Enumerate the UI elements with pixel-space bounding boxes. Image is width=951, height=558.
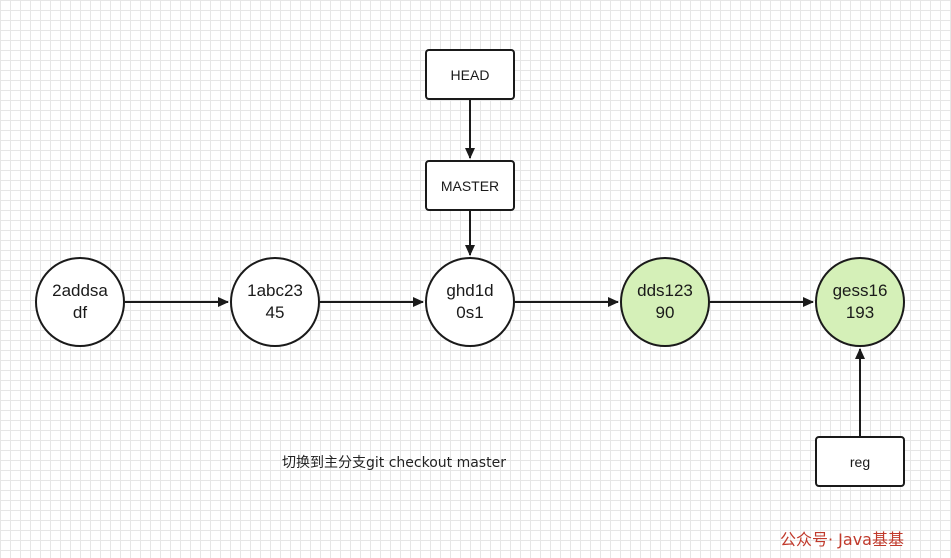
diagram-caption: 切换到主分支git checkout master — [282, 455, 506, 471]
commit-5-line1: gess16 — [832, 281, 888, 300]
commit-node-2: 1abc23 45 — [230, 257, 320, 347]
head-ref-box: HEAD — [425, 49, 515, 100]
commit-node-1: 2addsa df — [35, 257, 125, 347]
commit-2-line1: 1abc23 — [247, 281, 303, 300]
master-ref-box: MASTER — [425, 160, 515, 211]
commit-node-3: ghd1d 0s1 — [425, 257, 515, 347]
head-ref-label: HEAD — [450, 66, 490, 83]
commit-node-4: dds123 90 — [620, 257, 710, 347]
commit-2-line2: 45 — [265, 303, 285, 322]
commit-1-line1: 2addsa — [52, 281, 108, 300]
commit-node-5: gess16 193 — [815, 257, 905, 347]
master-ref-label: MASTER — [440, 177, 500, 194]
commit-4-line2: 90 — [655, 303, 675, 322]
commit-4-line1: dds123 — [637, 281, 693, 300]
reg-ref-box: reg — [815, 436, 905, 487]
watermark-text: 公众号· Java基基 — [780, 530, 904, 549]
commit-3-line2: 0s1 — [456, 303, 484, 322]
commit-5-line2: 193 — [845, 303, 875, 322]
reg-ref-label: reg — [849, 453, 871, 470]
commit-3-line1: ghd1d — [446, 281, 494, 300]
commit-1-line2: df — [72, 303, 88, 322]
